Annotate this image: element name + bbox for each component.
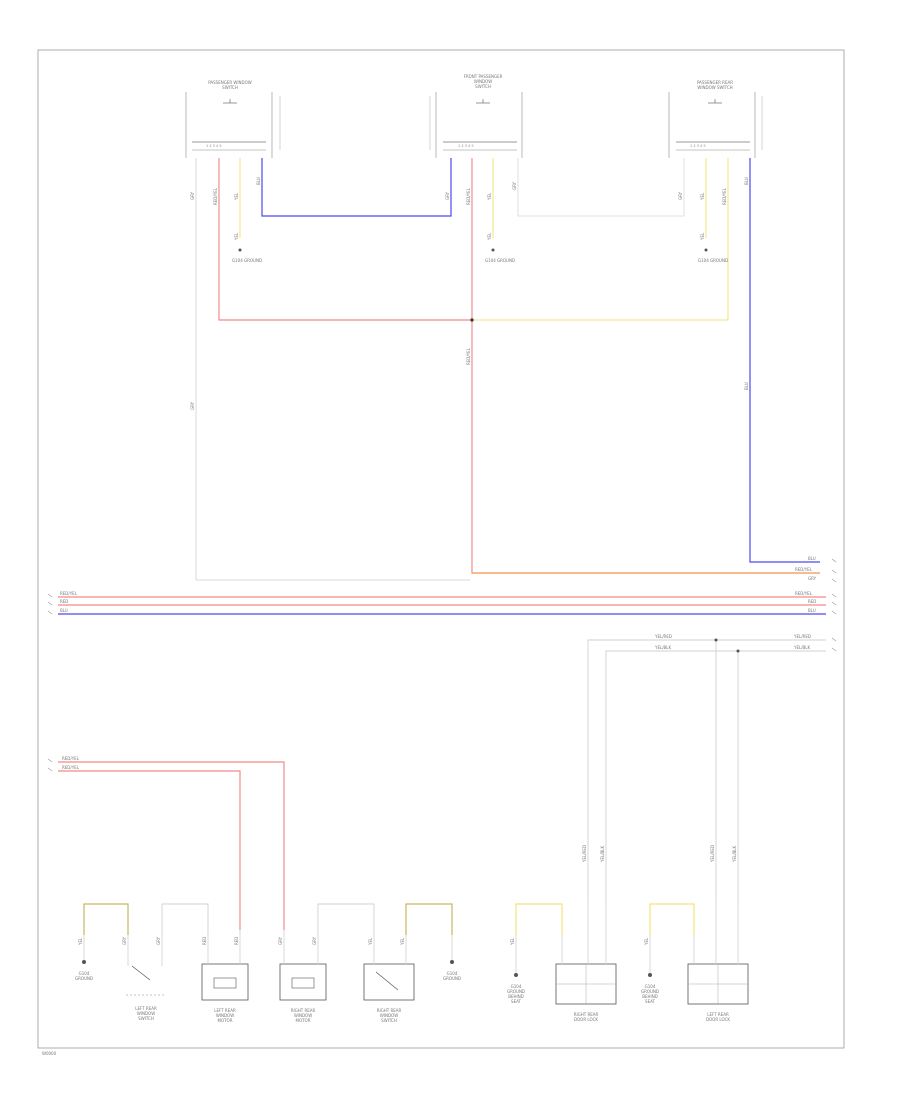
bottom-loops: [83, 903, 695, 935]
diagram-frame: [37, 49, 845, 1049]
wire-code-w5: GRY: [445, 191, 450, 200]
bus-right-label-6: BLU: [808, 608, 816, 613]
wire-code-g2: YEL: [487, 232, 492, 241]
switch-top-1-pins: 1 2 3 4 5: [206, 144, 222, 148]
switch-top-2-pins: 1 2 3 4 5: [458, 144, 474, 148]
wire-code-v3: BLU: [744, 382, 749, 390]
bus-right-label-2: RED/YEL: [795, 567, 813, 572]
bottom-left-feed: RED/YEL RED/YEL: [47, 756, 285, 930]
wire-code-w9: GRY: [678, 191, 683, 200]
wire-code-b4: RED: [202, 937, 207, 945]
bus2-right-label-2: YEL/BLK: [793, 645, 811, 650]
bus-left-label-1: RED/YEL: [60, 591, 78, 596]
wire-code-w1: GRY: [190, 191, 195, 200]
bus2-mid-label-1: YEL/RED: [654, 634, 672, 639]
wire-code-g1: YEL: [234, 232, 239, 241]
switch-top-3-pins: 1 2 3 4 5: [690, 144, 706, 148]
top-grounds: G104 GROUND G104 GROUND G104 GROUND: [232, 248, 728, 263]
wire-code-b14: YEL/RED: [710, 845, 715, 863]
wire-code-g3: YEL: [700, 232, 705, 241]
wire-code-w8: GRY: [512, 181, 517, 190]
wire-code-b8: YEL: [368, 937, 373, 946]
bus-right-label-5: RED: [808, 599, 816, 604]
bottom-wire-codes: YEL GRY GRY RED RED GRY GRY YEL YEL YEL …: [78, 845, 737, 946]
wire-code-b10: YEL: [510, 937, 515, 946]
wire-code-v2: RED/YEL: [466, 347, 471, 365]
bus-right-label-1: BLU: [808, 556, 816, 561]
wire-code-w6: RED/YEL: [466, 187, 471, 205]
wire-code-v1: GRY: [190, 401, 195, 410]
bottom-bus-label-2: RED/YEL: [62, 765, 80, 770]
bus-left-label-2: RED: [60, 599, 68, 604]
wire-code-b7: GRY: [312, 936, 317, 945]
ground-top-1-label: G104 GROUND: [232, 258, 262, 263]
ground-top-1: [238, 248, 242, 252]
wire-code-w11: RED/YEL: [722, 187, 727, 205]
wire-code-b12: YEL/BLK: [600, 845, 605, 863]
wire-code-b9: YEL: [400, 937, 405, 946]
wire-code-w10: YEL: [700, 192, 705, 201]
right-bus: YEL/RED YEL/BLK YEL/RED YEL/BLK: [587, 634, 826, 900]
wire-code-w3: YEL: [234, 192, 239, 201]
bus2-mid-label-2: YEL/BLK: [654, 645, 672, 650]
bottom-drops: [83, 900, 739, 973]
top-wire-codes: GRY RED/YEL YEL BLU GRY RED/YEL YEL GRY …: [190, 177, 749, 410]
ground-top-2-label: G104 GROUND: [485, 258, 515, 263]
document-id: W0000: [42, 1051, 57, 1056]
ground-top-2: [491, 248, 495, 252]
bus-right-label-4: RED/YEL: [795, 591, 813, 596]
wire-code-w12: BLU: [744, 177, 749, 185]
wire-code-b15: YEL/BLK: [732, 845, 737, 863]
bottom-bus-label-1: RED/YEL: [62, 756, 80, 761]
ground-top-3: [704, 248, 708, 252]
bus-left-label-3: BLU: [60, 608, 68, 613]
wire-code-b3: GRY: [156, 936, 161, 945]
wire-code-w7: YEL: [487, 192, 492, 201]
bus-right-label-3: GRY: [808, 576, 817, 581]
wire-code-b11: YEL/RED: [582, 845, 587, 863]
wire-code-b6: GRY: [278, 936, 283, 945]
top-wires: [195, 158, 820, 581]
wire-code-w4: BLU: [256, 177, 261, 185]
wire-code-b13: YEL: [644, 937, 649, 946]
ground-top-3-label: G104 GROUND: [698, 258, 728, 263]
wire-code-b5: RED: [234, 937, 239, 945]
bus2-right-label-1: YEL/RED: [793, 634, 811, 639]
wire-code-w2: RED/YEL: [213, 187, 218, 205]
wire-code-b2: GRY: [122, 936, 127, 945]
main-bus: RED/YEL RED BLU BLU RED/YEL GRY RED/YEL …: [47, 556, 837, 652]
wire-code-b1: YEL: [78, 937, 83, 946]
